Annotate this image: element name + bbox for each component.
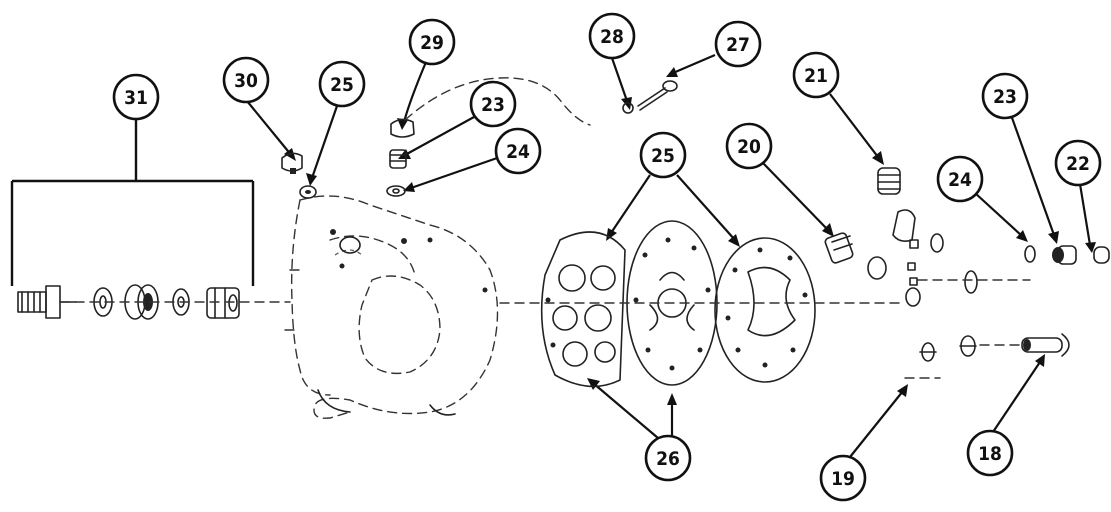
part-23-plunger-right	[1052, 245, 1077, 265]
svg-text:31: 31	[124, 87, 148, 109]
part-25-washer	[299, 185, 317, 199]
svg-text:23: 23	[481, 94, 505, 116]
part-24-ring	[386, 185, 406, 197]
part-23-spring	[389, 149, 407, 169]
svg-text:24: 24	[506, 141, 530, 163]
svg-text:25: 25	[651, 145, 675, 167]
callout-28: 28	[588, 12, 636, 60]
part-19-washers	[904, 335, 977, 379]
part-20-fitting	[824, 232, 887, 280]
pump-housing	[284, 195, 499, 419]
valve-small-parts	[892, 209, 1031, 307]
callout-26: 26	[644, 434, 692, 482]
svg-text:19: 19	[831, 468, 855, 490]
callouts: 31 30 25 29 23 24 28 27	[112, 12, 1102, 502]
parts	[17, 77, 1110, 419]
callout-25-top-left: 25	[318, 60, 366, 108]
svg-text:21: 21	[804, 65, 828, 87]
svg-text:20: 20	[737, 136, 761, 158]
svg-text:29: 29	[420, 32, 444, 54]
callout-19: 19	[819, 454, 867, 502]
part-28-ball	[622, 102, 634, 114]
callout-23-right: 23	[981, 72, 1029, 120]
callout-30: 30	[222, 56, 270, 104]
part-30-plug	[281, 152, 303, 174]
callout-24-top: 24	[494, 127, 542, 175]
callout-31: 31	[112, 73, 160, 121]
part-29-cap	[390, 118, 415, 138]
callout-27: 27	[714, 20, 762, 68]
part-27-pin	[637, 80, 678, 111]
part-18-pin	[979, 333, 1070, 357]
part-21-cap	[877, 167, 901, 195]
svg-text:24: 24	[948, 169, 972, 191]
svg-text:26: 26	[656, 448, 680, 470]
leader-lines	[10, 53, 1096, 458]
callout-22: 22	[1054, 139, 1102, 187]
bracket-31	[10, 119, 255, 286]
svg-text:27: 27	[726, 34, 750, 56]
callout-21: 21	[792, 51, 840, 99]
svg-text:28: 28	[600, 26, 624, 48]
svg-text:18: 18	[978, 443, 1002, 465]
svg-text:25: 25	[330, 74, 354, 96]
part-25-port-plate	[714, 237, 816, 383]
svg-text:22: 22	[1066, 153, 1090, 175]
callout-25-center: 25	[639, 131, 687, 179]
callout-23-top: 23	[469, 80, 517, 128]
callout-18: 18	[966, 429, 1014, 477]
part-25-valve-plate	[540, 231, 626, 388]
svg-text:23: 23	[993, 86, 1017, 108]
callout-20: 20	[725, 122, 773, 170]
svg-text:30: 30	[234, 70, 258, 92]
part-31-nut	[206, 287, 240, 319]
callout-24-right: 24	[936, 155, 984, 203]
part-24-ring-right	[1024, 245, 1036, 263]
callout-29: 29	[408, 18, 456, 66]
part-22-cap-right	[1093, 246, 1110, 264]
